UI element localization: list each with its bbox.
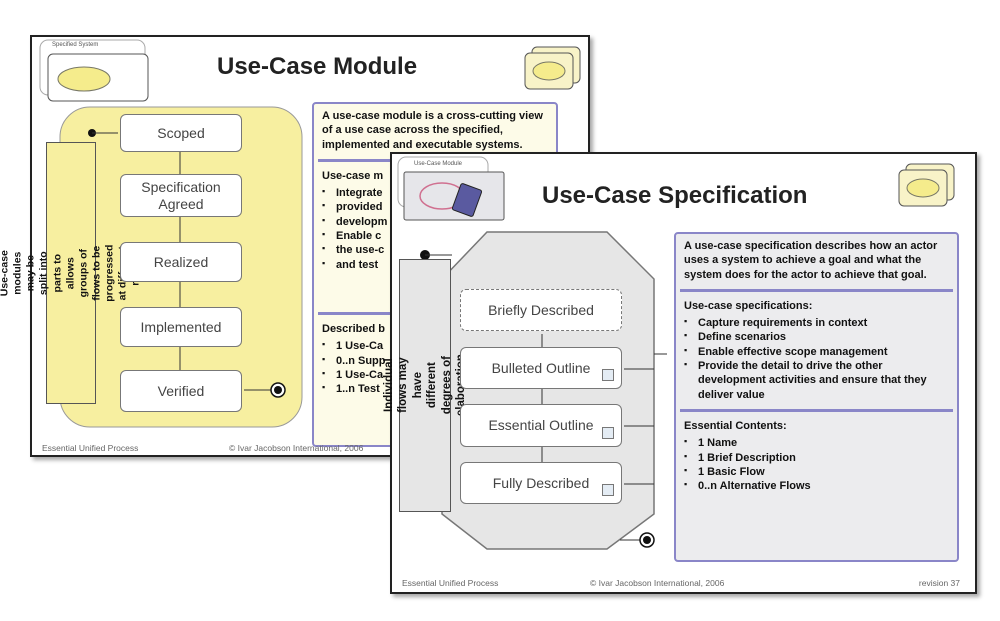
rake-icon bbox=[602, 484, 614, 496]
state-implemented: Implemented bbox=[120, 307, 242, 347]
spec-side-label: Individual flows may have different degr… bbox=[383, 259, 467, 512]
spec-slide-title: Use-Case Specification bbox=[542, 182, 808, 209]
spec-footer-center: © Ivar Jacobson International, 2006 bbox=[590, 578, 725, 588]
specified-system-label: Specified System bbox=[52, 42, 99, 48]
spec-footer-left: Essential Unified Process bbox=[402, 578, 499, 588]
use-case-module-label: Use-Case Module bbox=[414, 161, 463, 167]
use-case-specification-slide: Use-Case Specification Use-Case Module I… bbox=[383, 152, 977, 594]
rake-icon bbox=[602, 369, 614, 381]
module-slide-title: Use-Case Module bbox=[217, 53, 418, 80]
state-verified: Verified bbox=[120, 370, 242, 412]
state-bulleted-outline: Bulleted Outline bbox=[460, 347, 622, 389]
spec-info-box: A use-case specification describes how a… bbox=[674, 232, 959, 562]
state-realized: Realized bbox=[120, 242, 242, 282]
state-scoped: Scoped bbox=[120, 114, 242, 152]
state-fully-described: Fully Described bbox=[460, 462, 622, 504]
spec-footer-right: revision 37 bbox=[918, 578, 960, 588]
state-specification-agreed: Specification Agreed bbox=[120, 174, 242, 217]
module-footer-left: Essential Unified Process bbox=[42, 443, 139, 453]
state-essential-outline: Essential Outline bbox=[460, 404, 622, 447]
module-side-label: Use-case modules may be split into parts… bbox=[0, 142, 142, 404]
module-footer-center: © Ivar Jacobson International, 2006 bbox=[229, 443, 364, 453]
use-case-module-icon bbox=[403, 171, 505, 221]
rake-icon bbox=[602, 427, 614, 439]
state-briefly-described: Briefly Described bbox=[460, 289, 622, 331]
